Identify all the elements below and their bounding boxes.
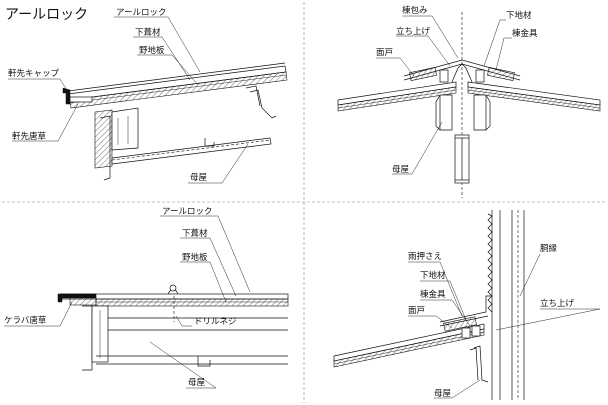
- verge-label-purlin: 母屋: [188, 378, 206, 388]
- verge-label-karakusa: ケラバ唐草: [4, 315, 47, 326]
- eave-label-purlin: 母屋: [190, 173, 208, 183]
- wall-label-purlin: 母屋: [434, 389, 452, 399]
- verge-label-sheathing: 野地板: [182, 252, 208, 263]
- verge-trim-shape: [57, 293, 109, 371]
- wall-label-girt: 胴縁: [540, 243, 558, 254]
- ridge-label-upstand: 立ち上げ: [396, 26, 431, 37]
- eave-label-roof: アールロック: [116, 8, 167, 18]
- wall-label-flashing: 雨押さえ: [408, 251, 442, 262]
- ridge-right-slope: [467, 81, 601, 112]
- eave-cap-shape: [62, 87, 93, 105]
- verge-label-underlay: 下葺材: [182, 228, 208, 239]
- eave-label-sheathing: 野地板: [139, 45, 165, 56]
- verge-label-screw: ドリルネジ: [194, 317, 237, 327]
- ridge-leaders: [376, 15, 512, 175]
- verge-label-roof: アールロック: [162, 207, 213, 217]
- eave-roof-layers: [67, 62, 288, 109]
- ridge-label-base: 下地材: [506, 10, 532, 21]
- eave-label-karakusa: 軒先唐草: [12, 131, 47, 142]
- wall-label-upstand: 立ち上げ: [540, 298, 575, 309]
- ridge-label-bracket: 棟金具: [512, 28, 538, 39]
- eave-leaders: [8, 16, 249, 184]
- wall-label-bracket: 棟金具: [420, 289, 446, 300]
- ridge-label-closure: 面戸: [376, 48, 393, 58]
- wall-panel: [487, 210, 525, 400]
- verge-leaders: [4, 215, 251, 389]
- eave-purlin-beam: [111, 85, 277, 165]
- ridge-cover-shape: [403, 59, 521, 83]
- panel-ridge-detail: 棟包み 立ち上げ 下地材 棟金具 面戸 母屋: [337, 5, 601, 198]
- page-title: アールロック: [5, 7, 88, 23]
- wall-label-closure: 面戸: [408, 306, 425, 316]
- ridge-label-purlin: 母屋: [392, 165, 410, 175]
- verge-purlin-beam: [96, 296, 288, 367]
- ridge-label-cover: 棟包み: [402, 5, 428, 16]
- ridge-purlins: [435, 94, 491, 184]
- eave-label-cap: 軒先キャップ: [8, 68, 60, 79]
- ridge-left-slope: [337, 81, 457, 112]
- eave-fascia-shape: [94, 107, 139, 181]
- panel-wall-detail: 雨押さえ 下地材 棟金具 面戸 胴縁 立ち上げ 母屋: [333, 210, 601, 400]
- panel-eave-detail: アールロック 下葺材 野地板 軒先キャップ 軒先唐草 母屋: [8, 8, 288, 184]
- wall-leaders: [408, 253, 601, 399]
- wall-roof-slope: [333, 323, 485, 368]
- panel-verge-detail: アールロック 下葺材 野地板 ドリルネジ ケラバ唐草 母屋: [4, 207, 289, 389]
- wall-label-base: 下地材: [420, 270, 446, 281]
- eave-label-underlay: 下葺材: [135, 27, 161, 38]
